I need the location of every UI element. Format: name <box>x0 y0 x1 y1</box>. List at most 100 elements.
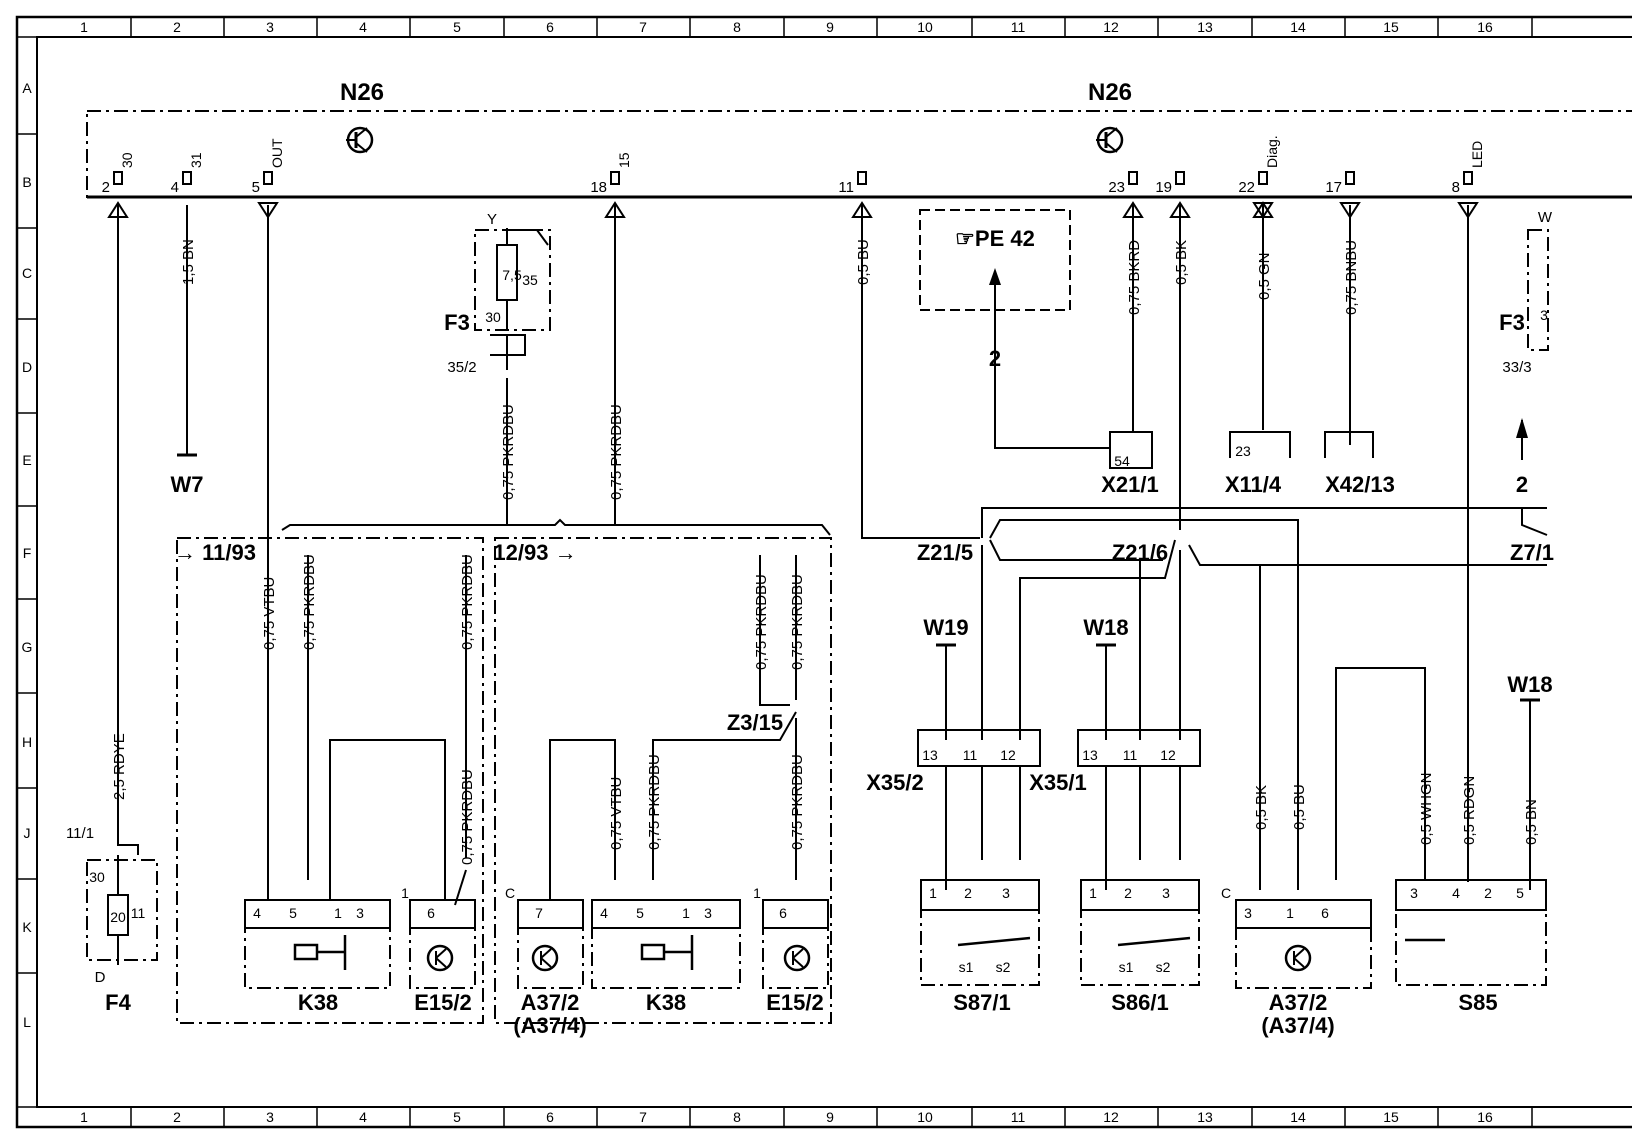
f4-input: 11/1 <box>66 825 94 842</box>
grid-row-label: B <box>22 174 31 190</box>
f4-value: 20 <box>110 909 126 925</box>
terminal-pin-number: 23 <box>1108 179 1125 196</box>
reference-box <box>919 209 1071 311</box>
grid-col-label: 16 <box>1477 1109 1493 1125</box>
terminal-label: 15 <box>616 152 632 168</box>
z7-label: Z7/1 <box>1510 540 1554 565</box>
terminal-label: OUT <box>269 138 285 168</box>
reference-arrow-number: 2 <box>989 346 1001 371</box>
z21-6-label: Z21/6 <box>1112 540 1168 565</box>
transistor-icon <box>346 126 374 154</box>
x21-pin: 54 <box>1114 453 1130 469</box>
grid-col-label: 16 <box>1477 19 1493 35</box>
component-solid-frames <box>244 879 1547 929</box>
component-pin: 6 <box>427 905 435 921</box>
f3-3-right: 3 <box>1540 307 1548 323</box>
motor-icon <box>783 944 811 972</box>
x35-pin: 12 <box>1160 747 1176 763</box>
wire-label: 0,75 VTBU <box>261 577 278 650</box>
direction-arrow-icon <box>1252 202 1274 219</box>
wire-label: 1,5 BN <box>180 239 197 285</box>
component-pin: 3 <box>1410 885 1418 901</box>
terminal-pin <box>1258 171 1268 185</box>
component-pin: 5 <box>636 905 644 921</box>
f4-label: F4 <box>105 990 131 1015</box>
grid-row-label: E <box>22 452 31 468</box>
f3-label-right: F3 <box>1499 310 1525 335</box>
grid-col-label: 12 <box>1103 1109 1119 1125</box>
component-pin: s1 <box>1119 959 1134 975</box>
terminal-pin-number: 22 <box>1238 179 1255 196</box>
terminal-label: 31 <box>188 152 204 168</box>
drawing-frame <box>15 15 1632 1129</box>
wire-label: 0,75 PKRDBU <box>753 574 770 670</box>
x35-pin: 13 <box>922 747 938 763</box>
grid-col-label: 4 <box>359 1109 367 1125</box>
grid-col-label: 1 <box>80 1109 88 1125</box>
n26-label-right: N26 <box>1088 79 1132 106</box>
transistor-glyph <box>435 948 447 968</box>
k38-label: K38 <box>646 990 686 1015</box>
f3-output-right: 33/3 <box>1502 359 1531 376</box>
grid-col-label: 3 <box>266 19 274 35</box>
component-pin: C <box>1221 885 1231 901</box>
wire-label: 0,75 BKRD <box>1126 240 1143 315</box>
grid-col-label: 5 <box>453 19 461 35</box>
component-pin: 2 <box>1484 885 1492 901</box>
arrow-2-right: 2 <box>1516 472 1528 497</box>
component-pin: C <box>505 885 515 901</box>
wire-label: 0,5 BU <box>855 239 872 285</box>
grid-col-label: 11 <box>1011 19 1026 35</box>
e15-2-label: E15/2 <box>414 990 472 1015</box>
component-pin: 3 <box>1244 905 1252 921</box>
w7-label: W7 <box>171 472 204 497</box>
terminal-pin-number: 11 <box>838 179 854 196</box>
motor-icon <box>531 944 559 972</box>
grid-col-label: 8 <box>733 19 741 35</box>
component-pin: 2 <box>964 885 972 901</box>
x35-pin: 13 <box>1082 747 1098 763</box>
wire-label: 0,75 PKRDBU <box>608 404 625 500</box>
component-pin: 1 <box>401 885 409 901</box>
a37-2-label: A37/2 <box>1269 990 1328 1015</box>
component-pin: 3 <box>1002 885 1010 901</box>
component-pin: 7 <box>535 905 543 921</box>
component-pin: 4 <box>1452 885 1460 901</box>
grid-col-label: 2 <box>173 19 181 35</box>
x35-2-label: X35/2 <box>866 770 924 795</box>
grid-col-label: 7 <box>639 19 647 35</box>
x11-4-label: X11/4 <box>1225 472 1282 497</box>
direction-arrow-icon <box>257 202 279 219</box>
terminal-pin <box>182 171 192 185</box>
grid-col-label: 7 <box>639 1109 647 1125</box>
wire-label: 0,75 PKRDBU <box>646 754 663 850</box>
component-pin: 1 <box>1286 905 1294 921</box>
grid-col-label: 1 <box>80 19 88 35</box>
x42-13-label: X42/13 <box>1325 472 1395 497</box>
wire-label: 2,5 RDYE <box>111 733 128 800</box>
motor-icon <box>426 944 454 972</box>
terminal-pin-number: 5 <box>252 179 260 196</box>
component-pin: 1 <box>334 905 342 921</box>
component-pin: 1 <box>1089 885 1097 901</box>
grid-col-label: 15 <box>1383 19 1399 35</box>
switch-symbols <box>957 936 1445 947</box>
f3-label: F3 <box>444 310 470 335</box>
terminal-pin-number: 4 <box>171 179 179 196</box>
grid-row-label: G <box>22 639 33 655</box>
grid-col-label: 11 <box>1011 1109 1026 1125</box>
f3-terminal-35: 35 <box>522 272 538 288</box>
x35-pin: 11 <box>1123 747 1138 763</box>
grid-col-label: 8 <box>733 1109 741 1125</box>
wire-label: 0,5 RDGN <box>1461 776 1478 845</box>
a37-2-label: A37/2 <box>521 990 580 1015</box>
reference-box-text: ☞PE 42 <box>955 226 1035 251</box>
terminal-pin-number: 18 <box>590 179 607 196</box>
component-pin: 4 <box>253 905 261 921</box>
f3-y: Y <box>487 211 497 228</box>
grid-col-label: 6 <box>546 1109 554 1125</box>
terminal-pin <box>263 171 273 185</box>
wire-label: 0,75 VTBU <box>608 777 625 850</box>
